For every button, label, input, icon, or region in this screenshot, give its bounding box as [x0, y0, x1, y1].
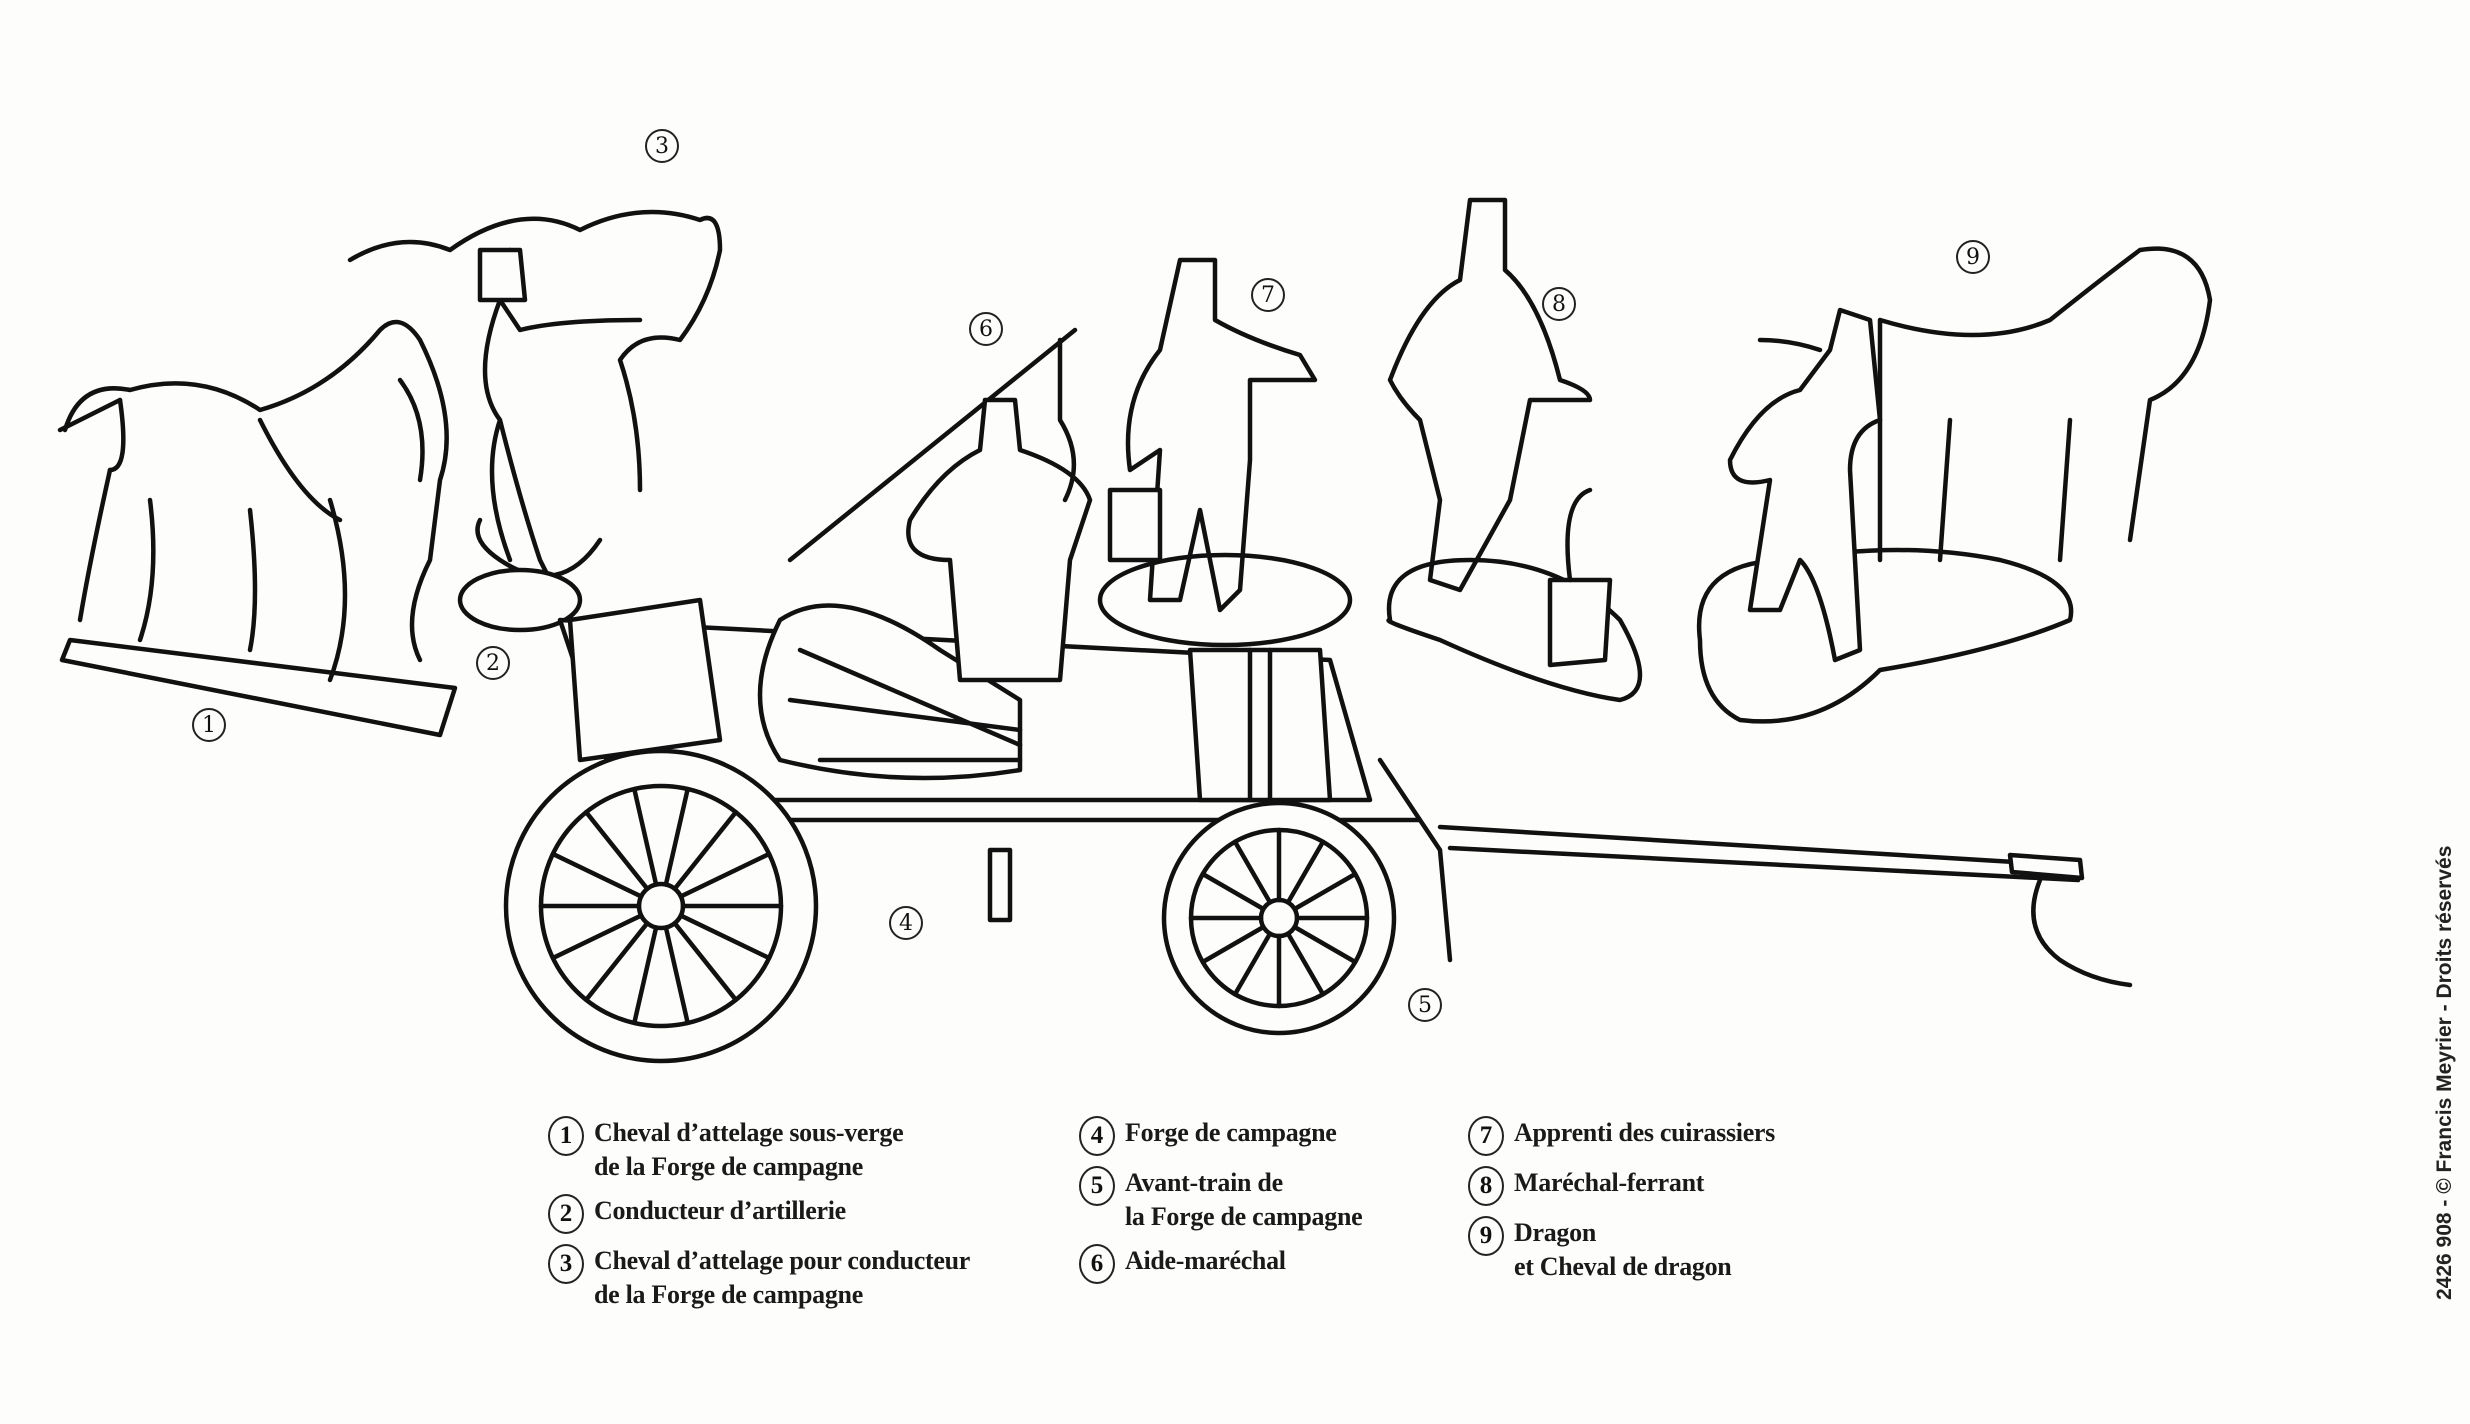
wheel-spoke: [1292, 924, 1358, 965]
field-forge-cart: [557, 327, 2133, 988]
wheel-spoke: [672, 920, 739, 1003]
legend-text: Dragon et Cheval de dragon: [1514, 1216, 1732, 1284]
callout-5: 5: [1408, 988, 1442, 1022]
dragoon-and-horse-figure: [1696, 246, 2213, 724]
wheel-spoke: [632, 786, 659, 887]
legend-item: 3 Cheval d’attelage pour conducteur de la …: [548, 1244, 970, 1312]
legend-item: 4 Forge de campagne: [1079, 1116, 1362, 1156]
wheel-spoke: [583, 920, 650, 1003]
legend-text: Apprenti des cuirassiers: [1514, 1116, 1775, 1150]
legend-text: Aide-maréchal: [1125, 1244, 1286, 1278]
legend-column: 1 Cheval d’attelage sous-verge de la Forge…: [548, 1116, 970, 1322]
wheel-spoke: [672, 809, 739, 892]
legend-number: 4: [1079, 1116, 1115, 1156]
legend-number: 1: [548, 1116, 584, 1156]
legend-item: 7 Apprenti des cuirassiers: [1468, 1116, 1775, 1156]
legend-line: et Cheval de dragon: [1514, 1252, 1732, 1281]
legend-text: Maréchal-ferrant: [1514, 1166, 1704, 1200]
wheel-spoke: [632, 925, 659, 1026]
legend-number: 8: [1468, 1166, 1504, 1206]
legend-line: Cheval d’attelage pour conducteur: [594, 1246, 970, 1275]
rear-wheel: [503, 748, 819, 1064]
legend-text: Conducteur d’artillerie: [594, 1194, 846, 1228]
callout-8: 8: [1542, 287, 1576, 321]
legend-number: 2: [548, 1194, 584, 1234]
legend-line: Forge de campagne: [1125, 1118, 1337, 1147]
callout-3: 3: [645, 129, 679, 163]
legend-item: 2 Conducteur d’artillerie: [548, 1194, 970, 1234]
callout-7: 7: [1251, 278, 1285, 312]
legend-line: Aide-maréchal: [1125, 1246, 1286, 1275]
wheel-spoke: [550, 913, 644, 961]
legend-line: Maréchal-ferrant: [1514, 1168, 1705, 1197]
wheel-spoke: [1200, 871, 1266, 912]
legend-number: 7: [1468, 1116, 1504, 1156]
wheel-spoke: [583, 809, 650, 892]
wheel-spoke: [1232, 931, 1273, 997]
legend-number: 6: [1079, 1244, 1115, 1284]
legend-item: 6 Aide-maréchal: [1079, 1244, 1362, 1284]
legend-text: Avant-train de la Forge de campagne: [1125, 1166, 1363, 1234]
copyright-credit: 2426 908 - © Francis Meyrier - Droits ré…: [2433, 845, 2456, 1300]
wheel-spoke: [678, 851, 772, 899]
legend-line: Apprenti des cuirassiers: [1514, 1118, 1775, 1147]
legend-number: 3: [548, 1244, 584, 1284]
callout-9: 9: [1956, 240, 1990, 274]
wheel-spoke: [1285, 931, 1326, 997]
legend-line: la Forge de campagne: [1125, 1202, 1363, 1231]
horse-1-figure: [57, 319, 458, 738]
legend-column: 7 Apprenti des cuirassiers 8 Maréchal-ferra…: [1468, 1116, 1775, 1294]
horse-3-and-driver-figure: [347, 209, 723, 633]
wheel-spoke: [663, 925, 690, 1026]
legend-item: 8 Maréchal-ferrant: [1468, 1166, 1775, 1206]
blacksmith-figure: [1386, 197, 1643, 703]
wheel-spoke: [1200, 924, 1266, 965]
legend-item: 9 Dragon et Cheval de dragon: [1468, 1216, 1775, 1284]
legend-line: Avant-train de: [1125, 1168, 1283, 1197]
legend-column: 4 Forge de campagne 5 Avant-train de la Forg…: [1079, 1116, 1363, 1294]
legend-text: Cheval d’attelage sous-verge de la Forge …: [594, 1116, 904, 1184]
legend-number: 5: [1079, 1166, 1115, 1206]
callout-2: 2: [476, 646, 510, 680]
wheel-spoke: [663, 786, 690, 887]
legend-text: Cheval d’attelage pour conducteur de la F…: [594, 1244, 970, 1312]
legend-line: Dragon: [1514, 1218, 1596, 1247]
aide-marechal-figure: [906, 337, 1093, 683]
front-wheel: [1161, 800, 1397, 1036]
callout-6: 6: [969, 312, 1003, 346]
legend-text: Forge de campagne: [1125, 1116, 1337, 1150]
wheel-spoke: [1292, 871, 1358, 912]
legend-item: 1 Cheval d’attelage sous-verge de la Forge…: [548, 1116, 970, 1184]
callout-4: 4: [889, 906, 923, 940]
wheel-spoke: [550, 851, 644, 899]
legend-line: Cheval d’attelage sous-verge: [594, 1118, 904, 1147]
apprentice-figure: [1097, 257, 1353, 648]
legend-item: 5 Avant-train de la Forge de campagne: [1079, 1166, 1363, 1234]
callout-1: 1: [192, 708, 226, 742]
wheel-spoke: [1232, 839, 1273, 905]
wheel-spoke: [678, 913, 772, 961]
legend-line: de la Forge de campagne: [594, 1152, 863, 1181]
wheel-spoke: [1285, 839, 1326, 905]
legend-number: 9: [1468, 1216, 1504, 1256]
legend-line: de la Forge de campagne: [594, 1280, 863, 1309]
legend-line: Conducteur d’artillerie: [594, 1196, 846, 1225]
